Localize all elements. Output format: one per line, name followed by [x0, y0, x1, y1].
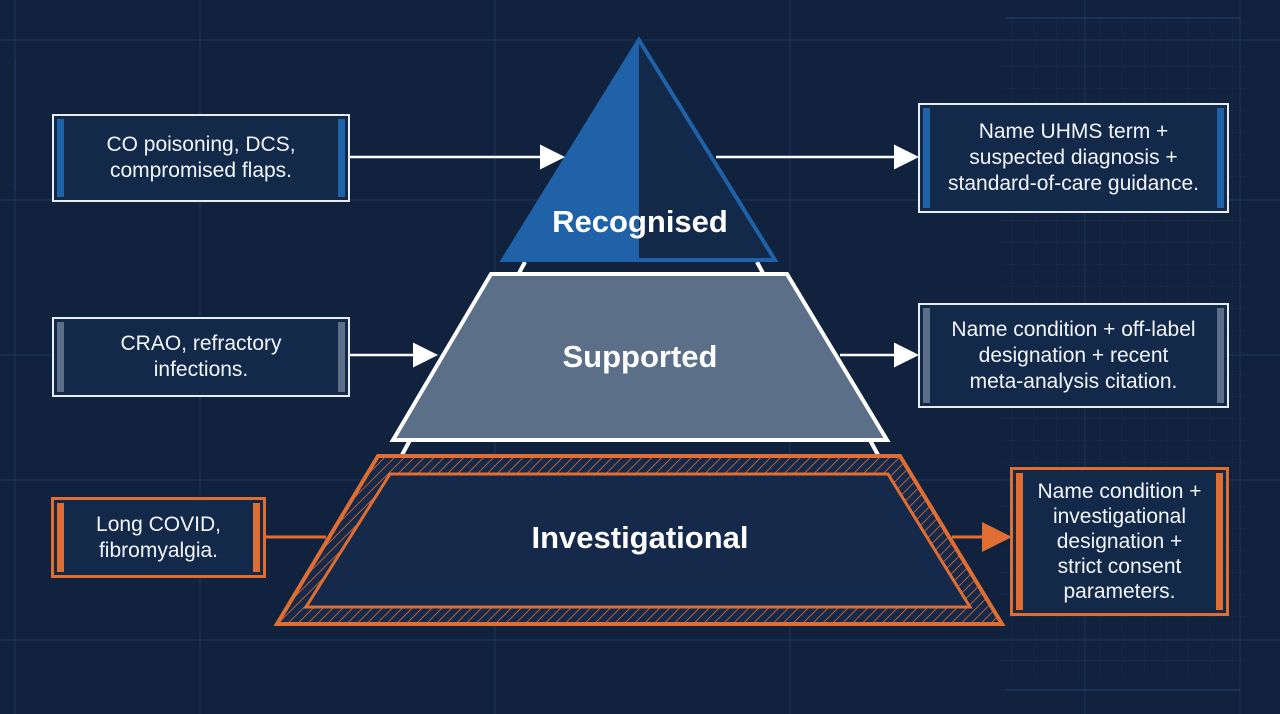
tier-supported-shape	[389, 272, 891, 442]
accent-bar	[338, 322, 345, 392]
guidance-text-investigational: Name condition + investigational designa…	[1037, 480, 1202, 603]
accent-bar	[1217, 308, 1224, 403]
guidance-text-supported: Name condition + off-label designation +…	[951, 317, 1196, 393]
accent-bar	[923, 308, 930, 403]
examples-text-investigational: Long COVID, fibromyalgia.	[96, 512, 221, 562]
examples-box-supported: CRAO, refractory infections.	[52, 317, 350, 397]
tier-recognised-shape	[499, 36, 779, 262]
guidance-box-supported: Name condition + off-label designation +…	[918, 303, 1229, 408]
accent-bar	[338, 119, 345, 197]
guidance-text-recognised: Name UHMS term + suspected diagnosis + s…	[948, 120, 1199, 195]
examples-text-supported: CRAO, refractory infections.	[120, 332, 282, 381]
tier-investigational-shape	[273, 454, 1006, 626]
accent-bar	[253, 503, 260, 572]
accent-bar	[1016, 473, 1023, 610]
accent-bar	[1216, 473, 1223, 610]
examples-box-recognised: CO poisoning, DCS, compromised flaps.	[52, 114, 350, 202]
accent-bar	[57, 119, 64, 197]
accent-bar	[57, 322, 64, 392]
examples-box-investigational: Long COVID, fibromyalgia.	[51, 497, 266, 578]
guidance-box-recognised: Name UHMS term + suspected diagnosis + s…	[918, 103, 1229, 213]
examples-text-recognised: CO poisoning, DCS, compromised flaps.	[106, 133, 296, 182]
accent-bar	[923, 108, 930, 208]
accent-bar	[57, 503, 64, 572]
accent-bar	[1217, 108, 1224, 208]
guidance-box-investigational: Name condition + investigational designa…	[1010, 467, 1229, 616]
